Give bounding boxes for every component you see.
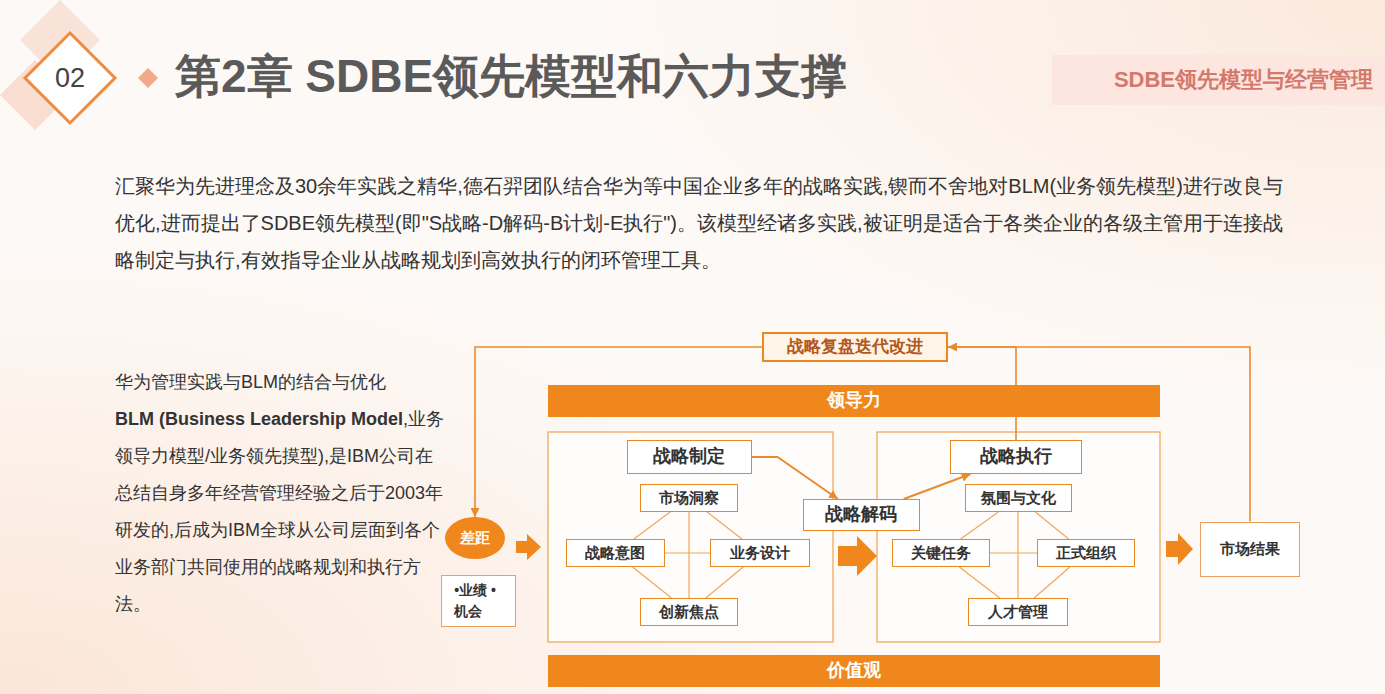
connector-arrow (752, 457, 838, 499)
body-text: ,业务领导力模型/业务领先摸型),是IBM公司在总结自身多年经营管理经验之后于2… (115, 409, 444, 614)
section-tag: SDBE领先模型与经营管理 (1114, 62, 1373, 98)
strategy-frame (548, 432, 833, 642)
connector-line (707, 512, 742, 539)
connector-line (961, 512, 999, 539)
decor-diamond (138, 68, 158, 88)
page-title: 第2章 SDBE领先模型和六力支撑 (175, 46, 847, 108)
process-box: 战略解码 (803, 499, 920, 531)
result-box: 市场结果 (1200, 522, 1300, 577)
gap-ellipse: 差距 (445, 517, 505, 559)
element-box: 战略意图 (566, 539, 665, 567)
band-bar: 领导力 (548, 385, 1160, 417)
node-text: 战略复盘迭代改进 (787, 337, 923, 357)
bold-term: BLM (Business Leadership Model (115, 409, 403, 429)
block-arrow (516, 534, 541, 560)
review-box: 战略复盘迭代改进 (762, 332, 948, 362)
node-text: •业绩 •机会 (454, 580, 502, 622)
block-arrow (1166, 533, 1193, 565)
process-box: 战略执行 (950, 440, 1082, 474)
chapter-number: 02 (40, 62, 100, 94)
band-bar: 价值观 (548, 655, 1160, 687)
process-box: 战略制定 (627, 440, 752, 474)
tag-panel (1052, 55, 1385, 105)
node-text: 业务设计 (730, 544, 790, 562)
element-box: 关键任务 (892, 539, 990, 567)
block-arrow (838, 536, 877, 576)
badge-diamond (25, 33, 115, 123)
element-box: 市场洞察 (640, 484, 738, 512)
node-text: 领导力 (827, 390, 881, 412)
side-text: 华为管理实践与BLM的结合与优化BLM (Business Leadership… (115, 364, 445, 623)
element-box: 业务设计 (710, 539, 810, 567)
connector-line (1035, 512, 1068, 539)
node-text: 战略执行 (980, 446, 1052, 468)
side-heading: 华为管理实践与BLM的结合与优化 (115, 364, 445, 401)
connector-line (633, 567, 672, 598)
element-box: 人才管理 (968, 598, 1068, 626)
element-box: 氛围与文化 (965, 484, 1072, 512)
node-text: 市场洞察 (659, 489, 719, 507)
node-text: 差距 (460, 529, 490, 547)
node-text: 创新焦点 (659, 603, 719, 621)
node-text: 战略解码 (825, 504, 897, 526)
node-text: 市场结果 (1220, 540, 1280, 558)
side-paragraph: BLM (Business Leadership Model,业务领导力模型/业… (115, 401, 445, 623)
node-text: 氛围与文化 (981, 489, 1056, 507)
element-box: 创新焦点 (640, 598, 738, 626)
node-text: 价值观 (827, 660, 881, 682)
connector-line (990, 552, 1037, 553)
node-text: 关键任务 (911, 544, 971, 562)
node-text: 战略意图 (585, 544, 645, 562)
execution-frame (877, 432, 1160, 642)
connector-arrow (475, 347, 762, 517)
connector-arrow (904, 474, 971, 499)
connector-line (1034, 567, 1070, 598)
connector-line (948, 347, 1250, 522)
node-text: 正式组织 (1056, 544, 1116, 562)
connector-line (706, 567, 743, 598)
connector-line (665, 552, 711, 553)
node-text: 人才管理 (988, 603, 1048, 621)
connector-line (959, 567, 999, 598)
intro-paragraph: 汇聚华为先进理念及30余年实践之精华,德石羿团队结合华为等中国企业多年的战略实践… (115, 168, 1290, 279)
element-box: 正式组织 (1037, 539, 1135, 567)
node-text: 战略制定 (653, 446, 725, 468)
connector-line (688, 512, 689, 598)
connector-line (634, 512, 670, 539)
connector-line (1017, 512, 1018, 598)
note-box: •业绩 •机会 (441, 575, 516, 627)
